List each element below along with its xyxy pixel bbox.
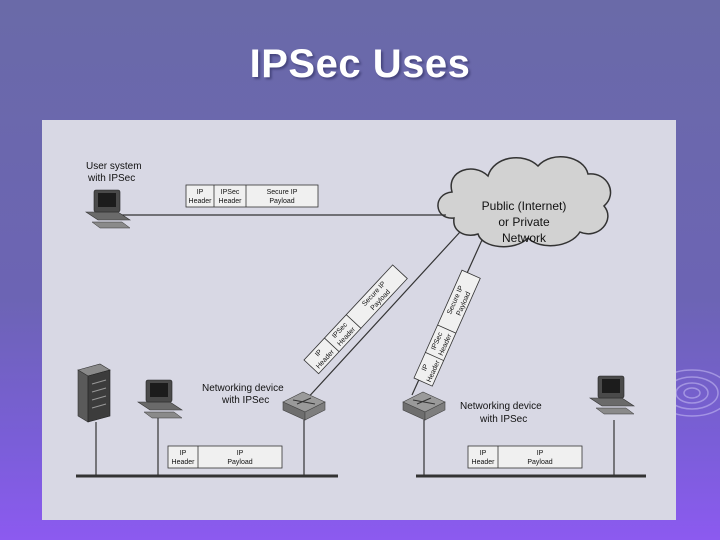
left-router-icon [282,391,326,421]
cloud-label-line3: Network [502,231,547,245]
cloud-label-line1: Public (Internet) [482,199,567,213]
top-packet: IP Header IPSec Header Secure IP Payload [185,184,319,208]
top-packet-field-3-sub: Payload [269,198,294,205]
diagram-panel: Public (Internet) or Private Network Use… [42,120,676,520]
left-lan-computer-icon [137,379,183,419]
left-device-label-line2: with IPSec [221,395,269,406]
right-router-icon [402,391,446,421]
cloud-label-line2: or Private [498,215,550,229]
diagonal-packet-right: IP Header IPSec Header Secure IP Payload [413,269,481,387]
left-lan-field-1-sub: Header [172,459,196,466]
right-device-label-line1: Networking device [460,401,542,412]
top-packet-field-3: Secure IP [267,189,298,196]
user-system-label-line2: with IPSec [87,173,135,184]
left-device-label-line1: Networking device [202,383,284,394]
diagonal-packet-left: IP Header IPSec Header Secure IP Payload [303,264,408,375]
right-device-label-line2: with IPSec [479,414,527,425]
left-lan-field-2: IP [237,450,244,457]
network-cloud [437,156,612,248]
link-left-device-to-cloud [303,231,461,403]
left-lan-field-2-sub: Payload [227,459,252,466]
right-lan-computer-icon [589,375,635,415]
right-lan-field-1-sub: Header [472,459,496,466]
top-packet-field-2-sub: Header [219,198,243,205]
ipsec-diagram: Public (Internet) or Private Network Use… [76,156,646,478]
right-lan-field-1: IP [480,450,487,457]
user-system-label-line1: User system [86,161,142,172]
right-lan-field-2-sub: Payload [527,459,552,466]
diag-right-field-1: IP [421,363,430,372]
right-lan-packet: IP Header IP Payload [467,445,583,469]
left-lan-field-1: IP [180,450,187,457]
top-packet-field-1: IP [197,189,204,196]
right-lan-field-2: IP [537,450,544,457]
diag-left-field-1: IP [314,348,324,358]
user-computer-icon [85,189,131,229]
left-lan-packet: IP Header IP Payload [167,445,283,469]
top-packet-field-1-sub: Header [189,198,213,205]
top-packet-field-2: IPSec [221,189,240,196]
slide-title: IPSec Uses [249,42,471,86]
server-tower-icon [77,363,111,423]
